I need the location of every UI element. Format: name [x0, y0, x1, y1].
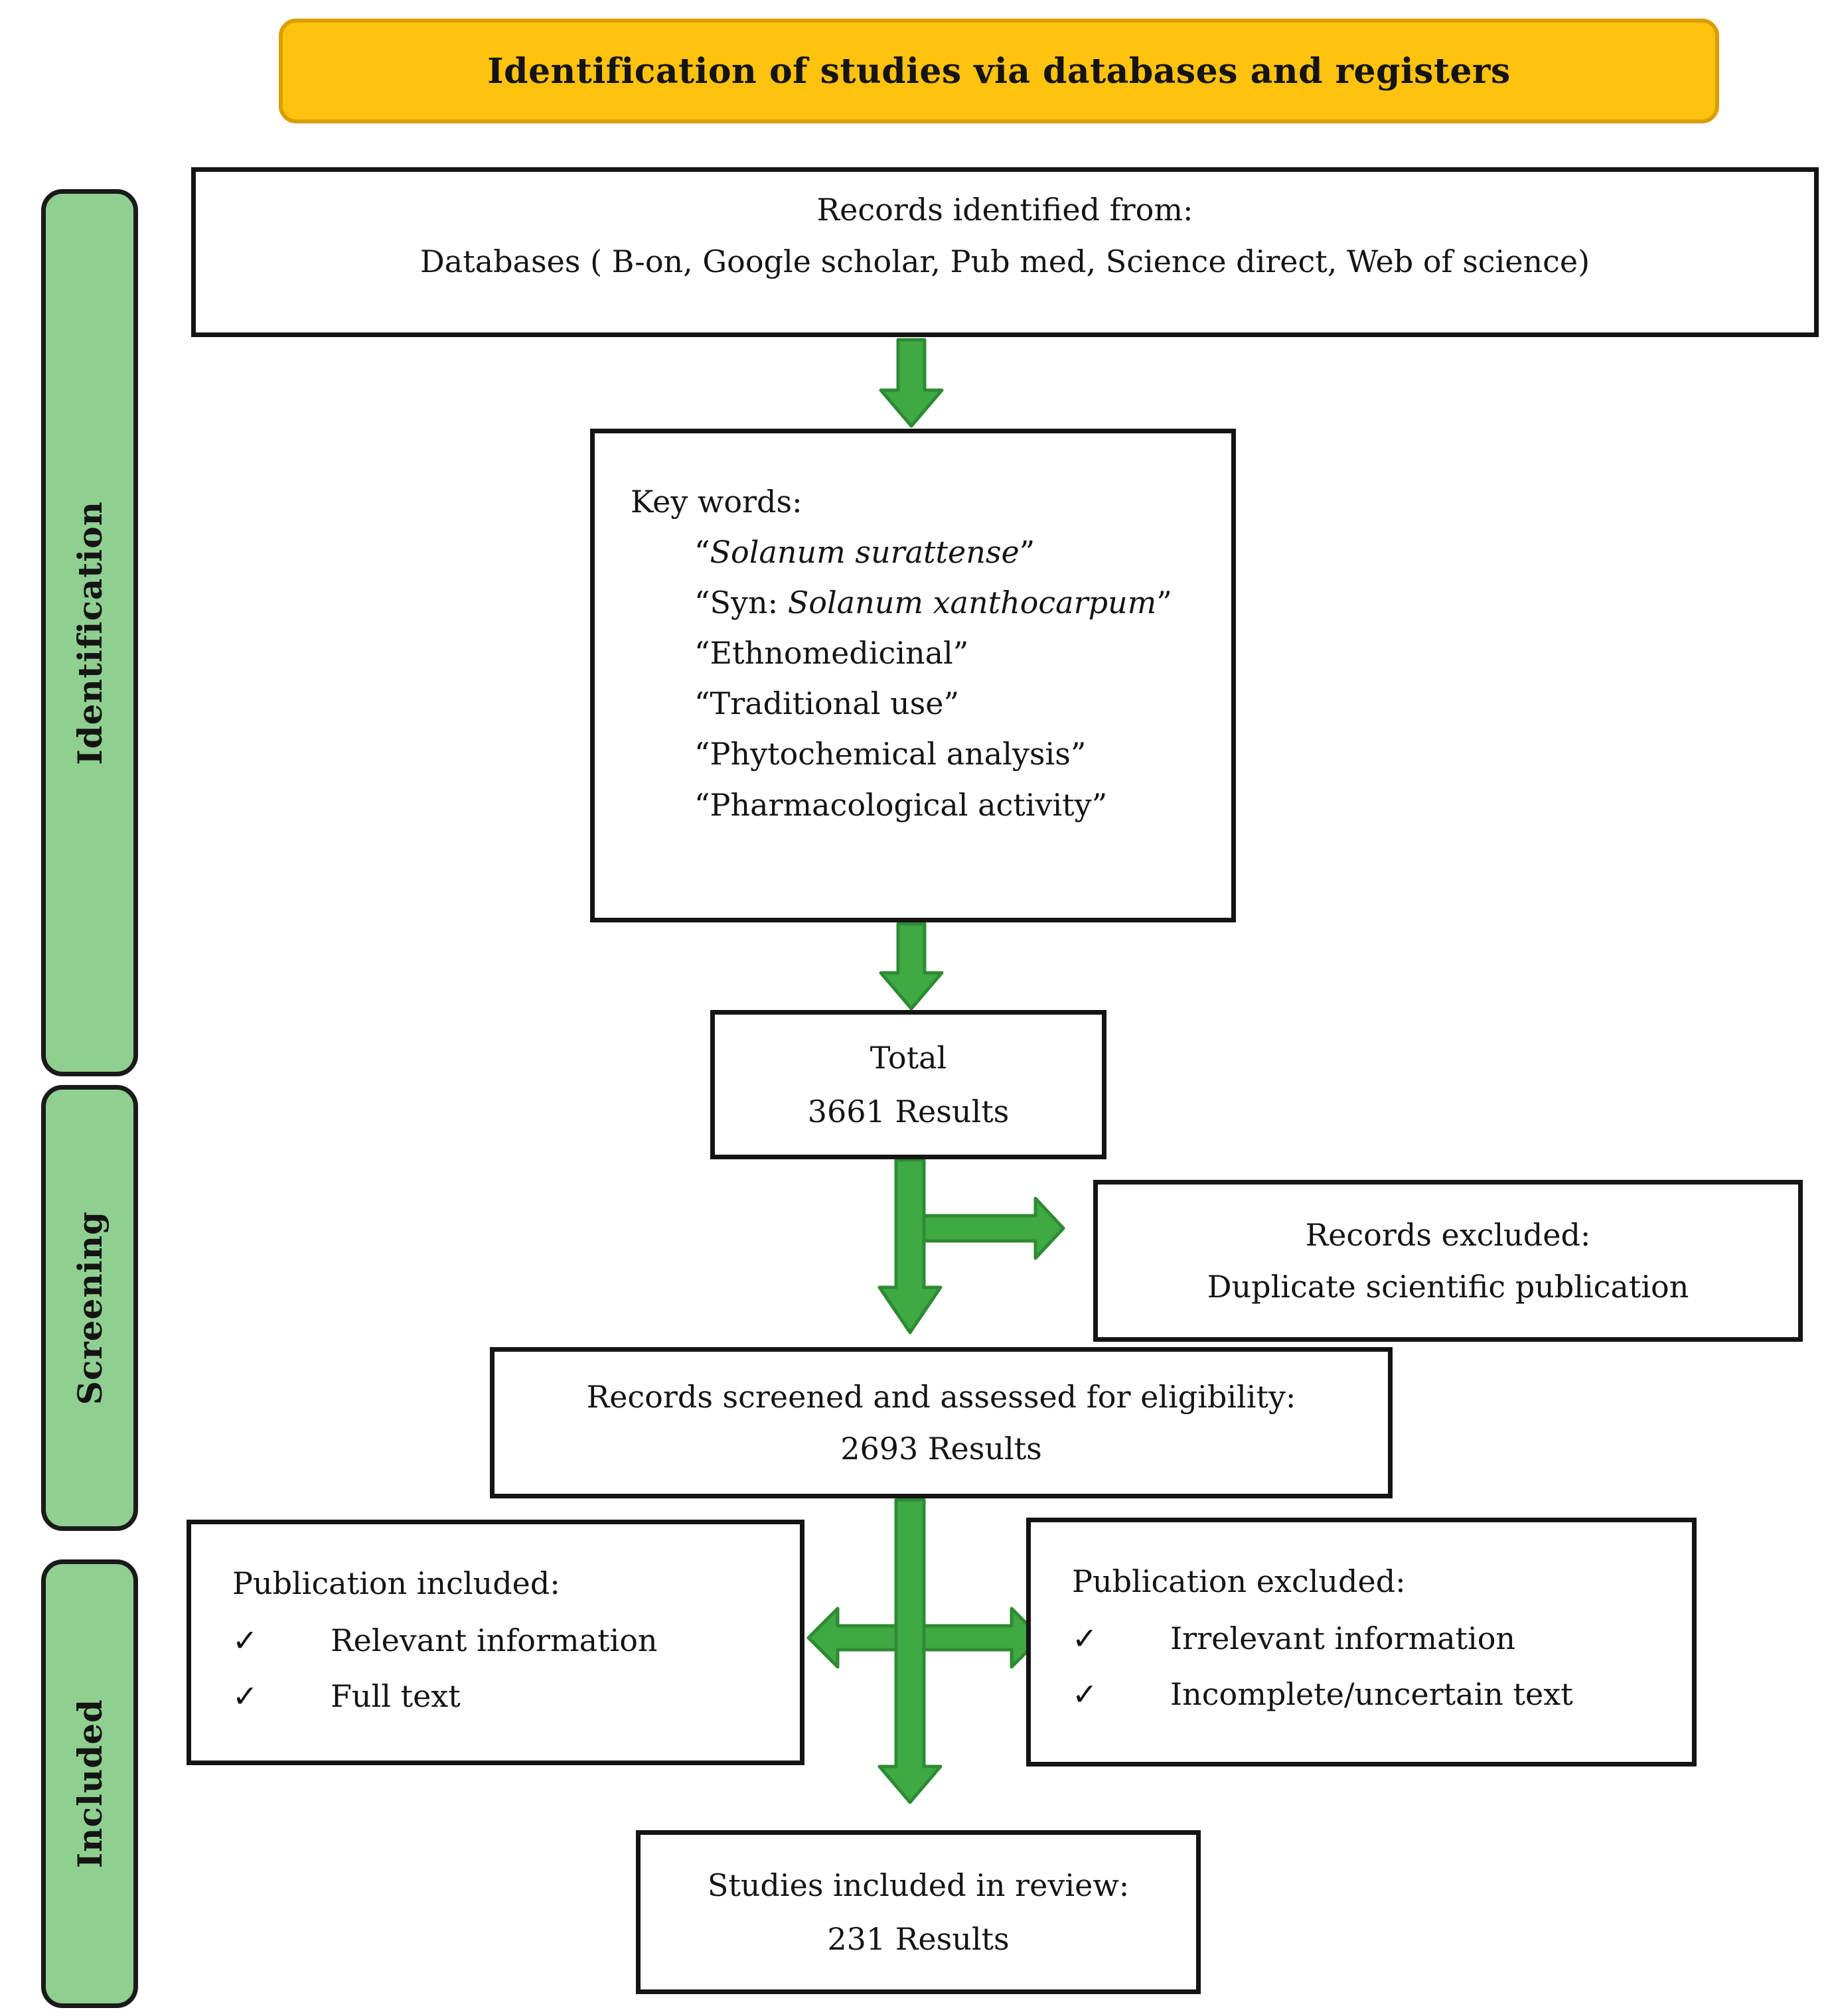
publication-included-item-label: Relevant information: [331, 1622, 658, 1659]
publication-excluded-title: Publication excluded:: [1072, 1563, 1406, 1599]
stage-identification-label: Identification: [70, 500, 110, 765]
stage-included-label: Included: [70, 1699, 110, 1869]
stage-screening-label: Screening: [70, 1210, 110, 1405]
keyword-item: “Traditional use”: [694, 685, 960, 722]
keyword-item: “Solanum surattense”: [694, 534, 1035, 571]
checkmark-icon: ✓: [1072, 1620, 1098, 1657]
publication-included-item: ✓ Relevant information: [232, 1620, 780, 1661]
records-identified-box: Records identified from: Databases ( B-o…: [191, 167, 1819, 337]
arrow-split-included-excluded: [806, 1607, 1043, 1669]
publication-included-title: Publication included:: [232, 1565, 560, 1601]
keyword-item: “Pharmacological activity”: [694, 786, 1108, 823]
publication-excluded-item: ✓ Incomplete/uncertain text: [1072, 1674, 1672, 1715]
studies-included-line2: 231 Results: [827, 1920, 1010, 1957]
stage-identification: Identification: [41, 189, 138, 1076]
total-line2: 3661 Results: [807, 1093, 1010, 1129]
keyword-item: “Phytochemical analysis”: [694, 736, 1087, 772]
records-excluded-box: Records excluded: Duplicate scientific p…: [1093, 1180, 1803, 1342]
studies-included-line1: Studies included in review:: [707, 1867, 1130, 1904]
checkmark-icon: ✓: [1072, 1676, 1098, 1713]
total-line1: Total: [870, 1040, 947, 1076]
arrow-total-branch-to-excluded: [922, 1196, 1065, 1260]
keywords-box: Key words: “Solanum surattense” “Syn: So…: [590, 429, 1236, 922]
keyword-item: “Syn: Solanum xanthocarpum”: [694, 585, 1172, 621]
arrow-screened-to-studies: [877, 1498, 943, 1804]
arrow-total-to-screened: [877, 1158, 943, 1334]
records-excluded-line2: Duplicate scientific publication: [1207, 1269, 1689, 1305]
header-title: Identification of studies via databases …: [487, 50, 1511, 92]
checkmark-icon: ✓: [232, 1622, 258, 1659]
studies-included-box: Studies included in review: 231 Results: [636, 1830, 1201, 1994]
publication-excluded-item-label: Incomplete/uncertain text: [1170, 1676, 1573, 1713]
publication-excluded-item: ✓ Irrelevant information: [1072, 1618, 1672, 1659]
records-identified-line2: Databases ( B-on, Google scholar, Pub me…: [419, 244, 1590, 280]
stage-included: Included: [41, 1559, 138, 2008]
arrow-keywords-to-total: [879, 922, 944, 1011]
keyword-item: “Ethnomedicinal”: [694, 635, 969, 672]
total-results-box: Total 3661 Results: [710, 1010, 1106, 1159]
records-excluded-line1: Records excluded:: [1305, 1216, 1591, 1253]
keywords-title: Key words:: [631, 484, 802, 520]
records-screened-box: Records screened and assessed for eligib…: [490, 1347, 1393, 1498]
header-banner: Identification of studies via databases …: [279, 19, 1719, 123]
publication-included-item: ✓ Full text: [232, 1676, 780, 1717]
arrow-identified-to-keywords: [879, 338, 944, 428]
stage-screening: Screening: [41, 1085, 138, 1531]
records-screened-line1: Records screened and assessed for eligib…: [586, 1378, 1296, 1415]
publication-excluded-box: Publication excluded: ✓ Irrelevant infor…: [1026, 1518, 1697, 1766]
publication-included-box: Publication included: ✓ Relevant informa…: [187, 1520, 804, 1765]
publication-excluded-item-label: Irrelevant information: [1170, 1620, 1516, 1657]
records-identified-line1: Records identified from:: [816, 192, 1193, 228]
checkmark-icon: ✓: [232, 1678, 258, 1715]
records-screened-line2: 2693 Results: [840, 1431, 1042, 1467]
publication-included-item-label: Full text: [331, 1678, 461, 1715]
